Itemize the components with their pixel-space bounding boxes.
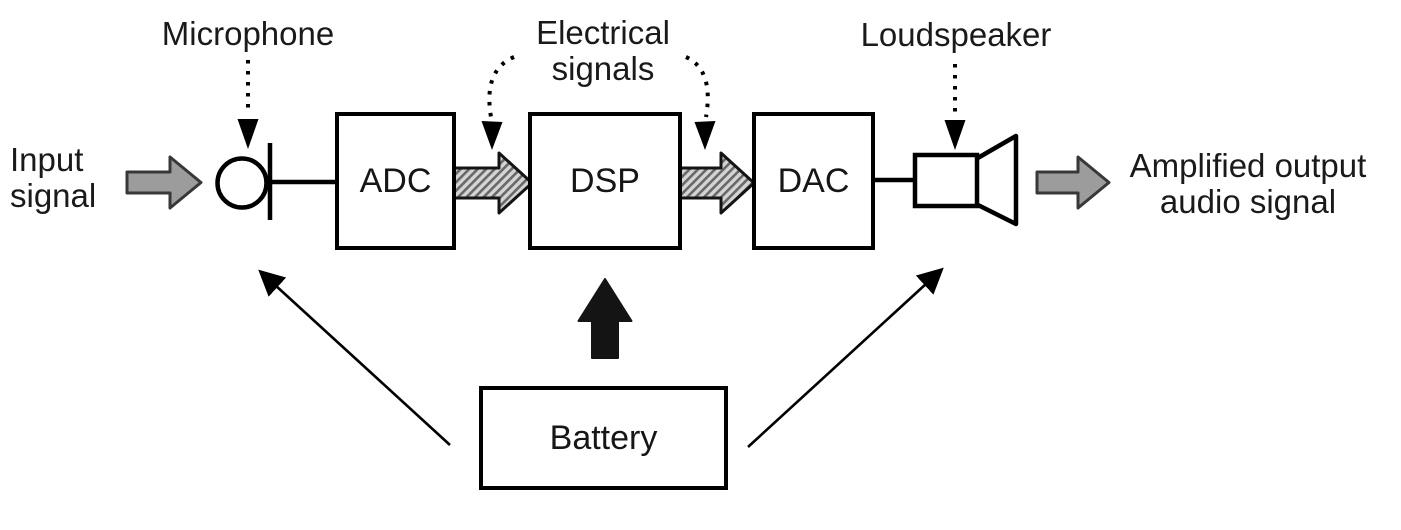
- loudspeaker-pointer-arrow: [944, 64, 966, 150]
- battery-to-microphone-arrow: [258, 269, 451, 446]
- output-signal-arrow-icon: [1035, 155, 1111, 210]
- amplified-output-label-line1: Amplified output: [1129, 147, 1367, 184]
- dac-block-label: DAC: [777, 161, 850, 200]
- dsp-block: DSP: [528, 112, 682, 250]
- amplified-output-label-line2: audio signal: [1159, 183, 1337, 220]
- electrical-signals-left-pointer-arrow: [481, 55, 515, 150]
- microphone-icon: [215, 143, 337, 220]
- adc-to-dsp-arrow-icon: [449, 151, 534, 215]
- amplified-output-label: Amplified output audio signal: [1108, 148, 1388, 220]
- dsp-block-label: DSP: [570, 161, 640, 200]
- input-signal-label-line2: signal: [10, 177, 97, 214]
- electrical-signals-label-line1: Electrical: [536, 14, 670, 51]
- loudspeaker-icon: [912, 133, 1019, 227]
- input-signal-label-line1: Input: [10, 141, 84, 178]
- adc-block: ADC: [335, 112, 456, 250]
- loudspeaker-label: Loudspeaker: [860, 16, 1052, 53]
- battery-block-label: Battery: [549, 418, 658, 457]
- battery-to-dsp-power-arrow: [577, 278, 633, 359]
- microphone-pointer-arrow: [237, 60, 259, 149]
- dsp-to-dac-arrow-icon: [678, 151, 756, 215]
- electrical-signals-label: Electrical signals: [503, 15, 703, 87]
- battery-block: Battery: [479, 386, 728, 490]
- battery-to-loudspeaker-arrow: [747, 267, 944, 448]
- dac-block: DAC: [752, 112, 875, 250]
- electrical-signals-right-pointer-arrow: [685, 55, 716, 150]
- input-signal-arrow-icon: [125, 155, 203, 210]
- microphone-label: Microphone: [161, 15, 335, 52]
- adc-block-label: ADC: [359, 161, 432, 200]
- input-signal-label: Input signal: [10, 142, 96, 214]
- electrical-signals-label-line2: signals: [551, 50, 655, 87]
